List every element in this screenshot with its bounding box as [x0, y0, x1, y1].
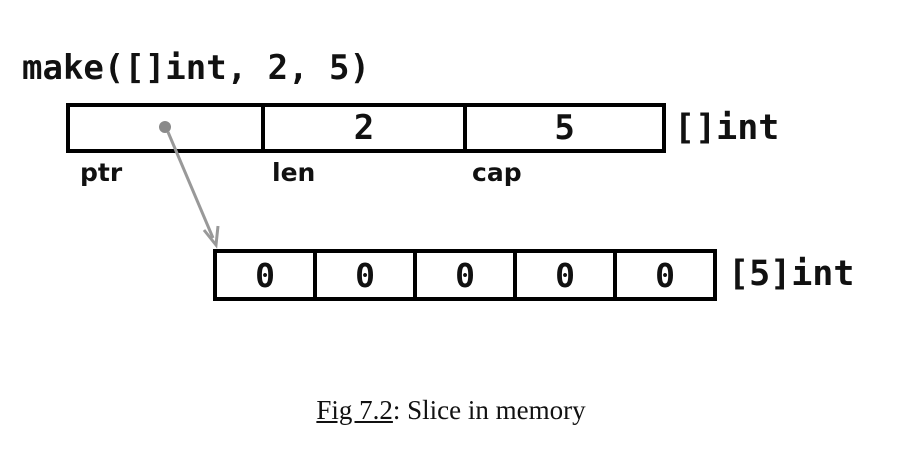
array-type-label: [5]int — [728, 254, 855, 294]
array-cell: 0 — [255, 255, 275, 295]
slice-type-label: []int — [674, 108, 780, 148]
figure-number: Fig 7.2 — [316, 395, 393, 425]
figure-caption-text: : Slice in memory — [392, 395, 586, 425]
slice-header-struct: 2 5 — [66, 103, 666, 153]
array-cell: 0 — [613, 253, 713, 297]
slice-cell-ptr — [70, 107, 261, 149]
slice-cell-cap: 5 — [463, 107, 662, 149]
figure-caption: Fig 7.2: Slice in memory — [0, 395, 902, 426]
backing-array: 0 0 0 0 0 — [213, 249, 717, 301]
pointer-arrowhead-icon — [202, 225, 220, 249]
array-cell: 0 — [413, 253, 513, 297]
slice-cell-len: 2 — [260, 107, 464, 149]
array-cell: 0 — [513, 253, 613, 297]
ptr-field-label: ptr — [80, 158, 123, 187]
cap-field-label: cap — [472, 158, 522, 187]
array-cell: 0 — [313, 253, 413, 297]
len-field-label: len — [272, 158, 316, 187]
make-call-title: make([]int, 2, 5) — [22, 48, 370, 88]
